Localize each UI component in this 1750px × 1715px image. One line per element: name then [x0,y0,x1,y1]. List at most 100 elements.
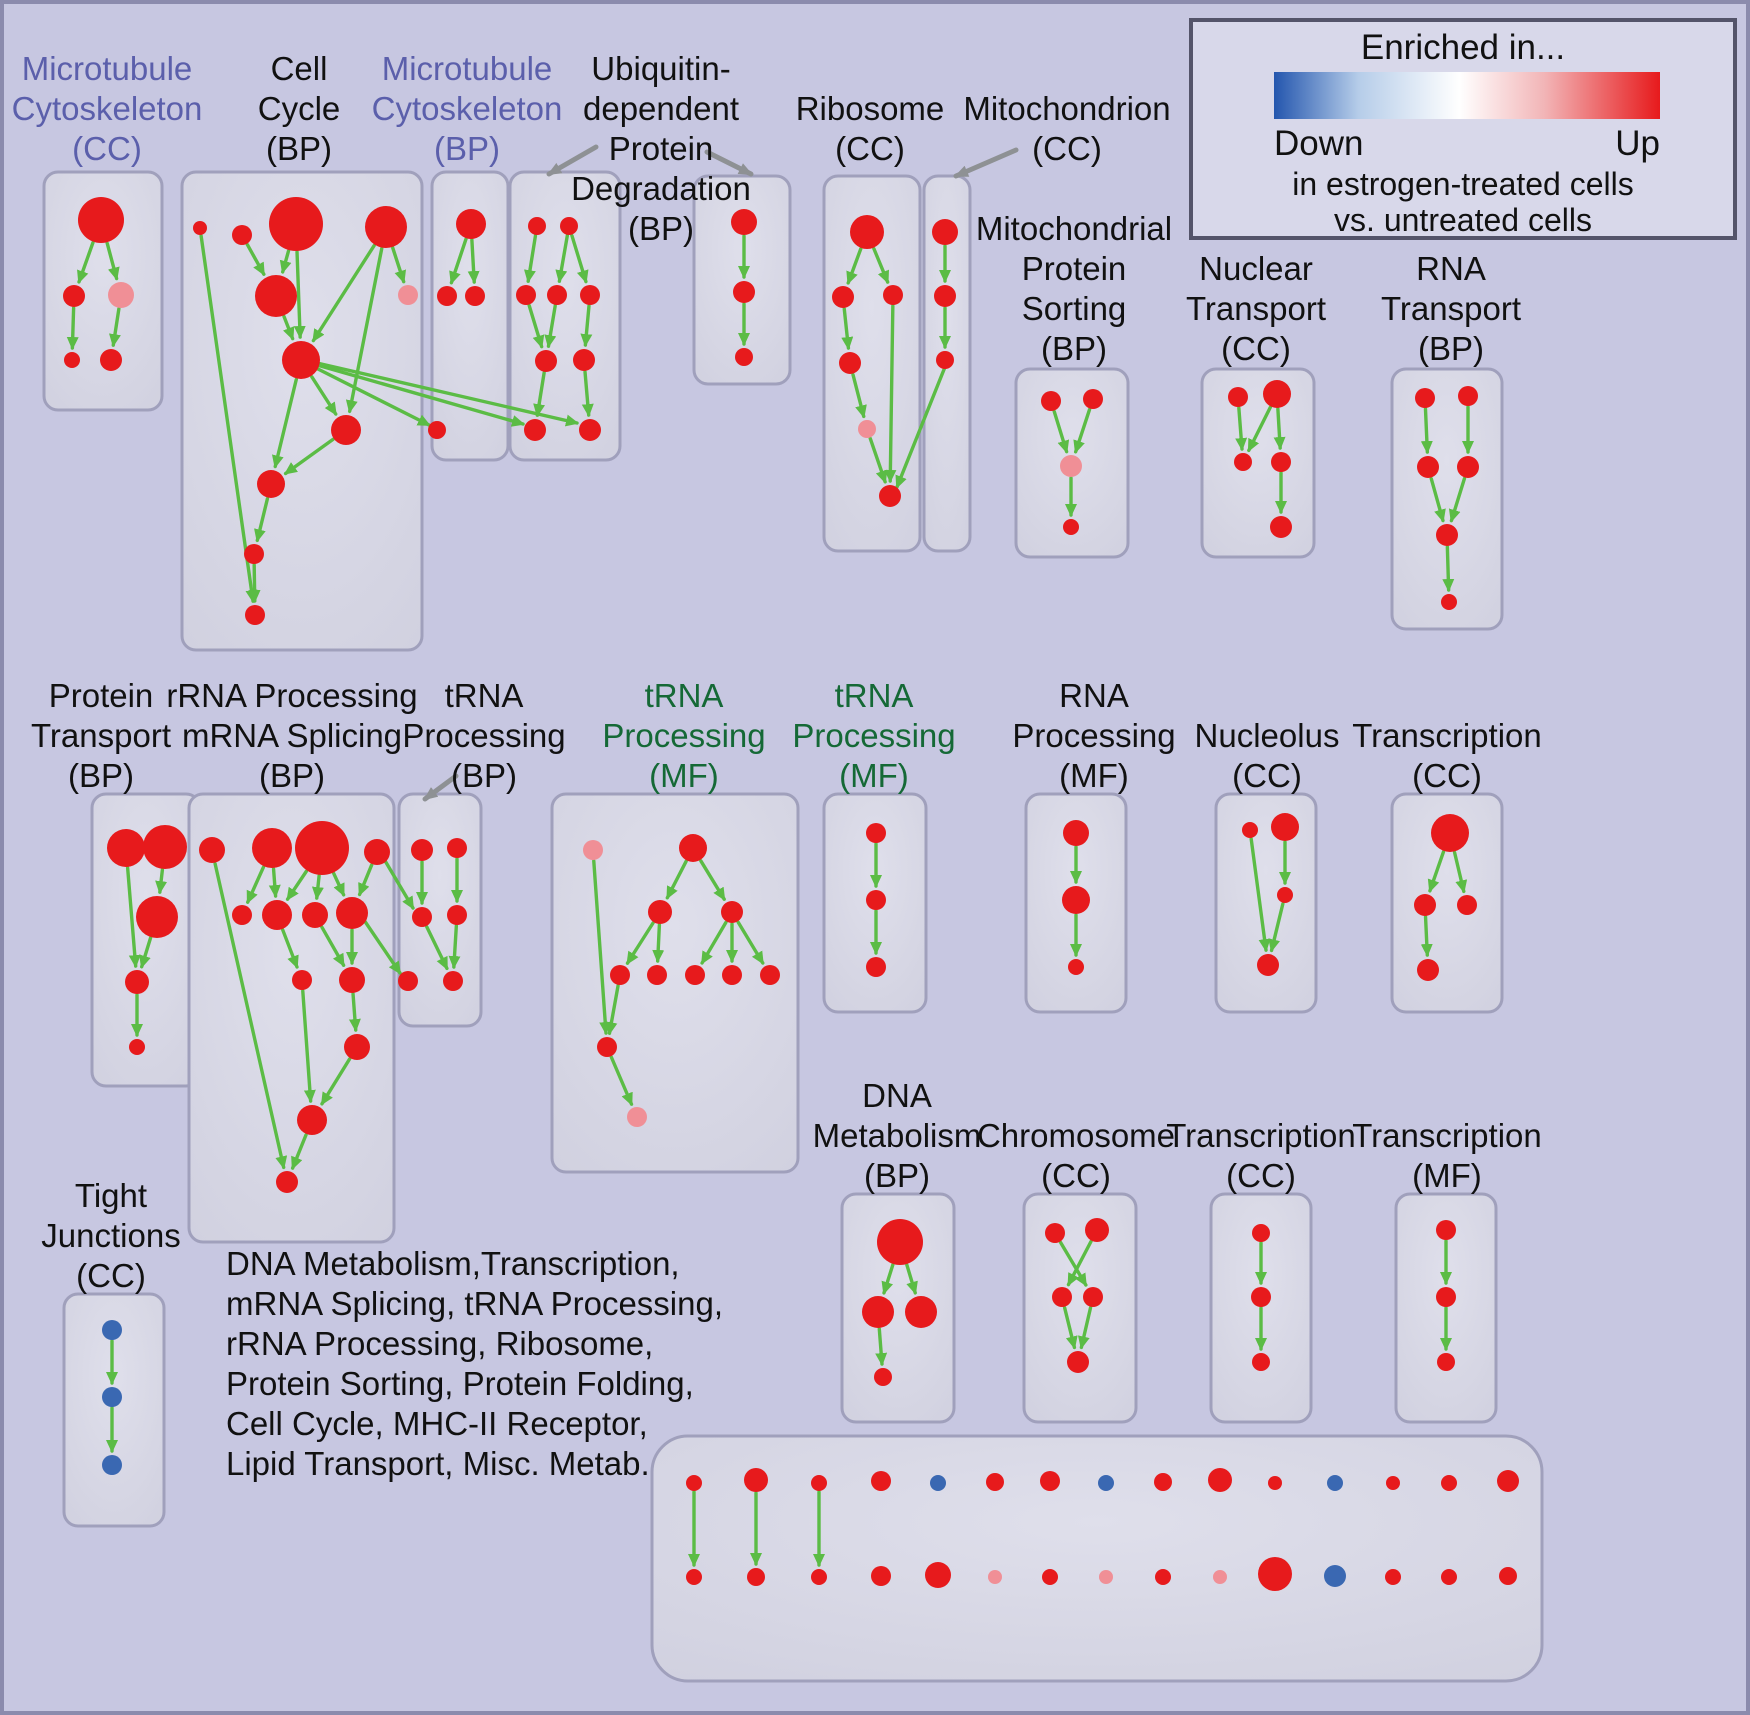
go-term-node [78,197,124,243]
edge-arrow [699,859,726,901]
go-term-node [1228,387,1248,407]
go-term-node [610,965,630,985]
edge-arrow [625,921,655,965]
legend-updown-row: Down Up [1274,124,1660,164]
go-term-node [1414,894,1436,916]
edge-arrow [293,250,306,340]
edge-arrow [881,1263,895,1295]
legend-gradient-bar [1274,72,1660,119]
go-term-node [1277,887,1293,903]
go-term-node [365,206,407,248]
edge-arrow [391,246,407,284]
go-term-node [63,285,85,307]
edge-arrow [527,303,545,349]
edge-arrow [449,237,468,285]
legend-title: Enriched in... [1360,28,1566,67]
go-term-node [733,281,755,303]
edge-arrow [872,246,890,284]
edge-arrow [652,923,665,964]
go-term-node [988,1570,1002,1584]
go-term-node [1271,452,1291,472]
cross-edge-arrow [382,857,415,910]
go-term-node [107,829,145,867]
nodes-layer [63,197,1519,1591]
edge-arrow [1268,902,1285,953]
go-term-node [1154,1473,1172,1491]
misc-line: Cell Cycle, MHC-II Receptor, [226,1405,648,1442]
edges-layer [66,233,1474,1567]
go-term-node [866,890,886,910]
edge-arrow [905,1263,918,1295]
go-term-node [535,350,557,372]
go-term-node [1063,820,1089,846]
go-term-node [839,352,861,374]
edge-arrow [448,924,461,970]
cluster-box-nucleolus-cc [1214,792,1318,1014]
edge-arrow [605,984,620,1036]
go-term-node [1385,1569,1401,1585]
legend-subtitle-line2: vs. untreated cells [1334,202,1592,238]
go-term-node [1417,959,1439,981]
edge-arrow [109,307,121,348]
edge-arrow [125,866,141,969]
go-term-node [1099,1570,1113,1584]
edge-arrow [875,1327,888,1367]
go-term-node [874,1368,892,1386]
go-term-node [871,1566,891,1586]
edge-arrow [533,371,546,418]
go-term-node [1436,1220,1456,1240]
go-term-node [1457,895,1477,915]
go-term-node [925,1562,951,1588]
edge-arrow [1073,407,1092,454]
go-term-node [102,1320,122,1340]
go-term-node [1067,1351,1089,1373]
cluster-box-chromosome-cc [1022,1192,1138,1424]
cluster-box-transcription-cc-1 [1390,792,1504,1014]
edge-arrow [268,867,281,899]
cluster-box-microtubule-cytoskeleton-cc [42,170,164,412]
go-term-node [398,285,418,305]
go-term-node [1441,1475,1457,1491]
go-term-node [129,1039,145,1055]
cluster-box-nuclear-transport-cc [1200,367,1316,559]
edge-arrow [155,868,168,895]
go-term-node [932,219,958,245]
edge-arrow [841,307,854,351]
go-term-node [597,1037,617,1057]
go-term-node [1098,1475,1114,1491]
go-term-node [560,217,578,235]
go-term-node [1441,594,1457,610]
cluster-box-ribosome-cc [822,174,922,553]
edge-arrow [139,936,153,969]
cross-edge-arrow [315,361,579,427]
go-term-node [627,1107,647,1127]
edge-arrow [592,859,612,1036]
edge-arrow [1420,915,1433,958]
edge-arrow [199,234,258,604]
go-term-node [580,285,600,305]
go-term-node [879,485,901,507]
edge-arrow [700,920,728,965]
label-pointer-arrow [953,147,1019,179]
go-term-node [686,1569,702,1585]
edge-arrow [1247,405,1272,453]
legend-up-label: Up [1615,124,1660,163]
edge-arrow [77,240,95,284]
go-term-node [269,197,323,251]
go-term-node [102,1455,122,1475]
go-term-node [364,839,390,865]
edge-arrow [254,496,270,543]
go-term-node [1063,519,1079,535]
edge-arrow [310,375,338,416]
go-term-node [136,896,178,938]
go-term-node [850,215,884,249]
go-term-node [735,348,753,366]
go-term-node [447,838,467,858]
edge-arrow [1058,1240,1088,1287]
go-term-node [344,1034,370,1060]
label-pointer-arrow [704,149,754,177]
cluster-box-microtubule-cytoskeleton-bp [430,170,510,462]
go-term-node [292,970,312,990]
go-term-node [465,286,485,306]
go-term-node [336,897,368,929]
